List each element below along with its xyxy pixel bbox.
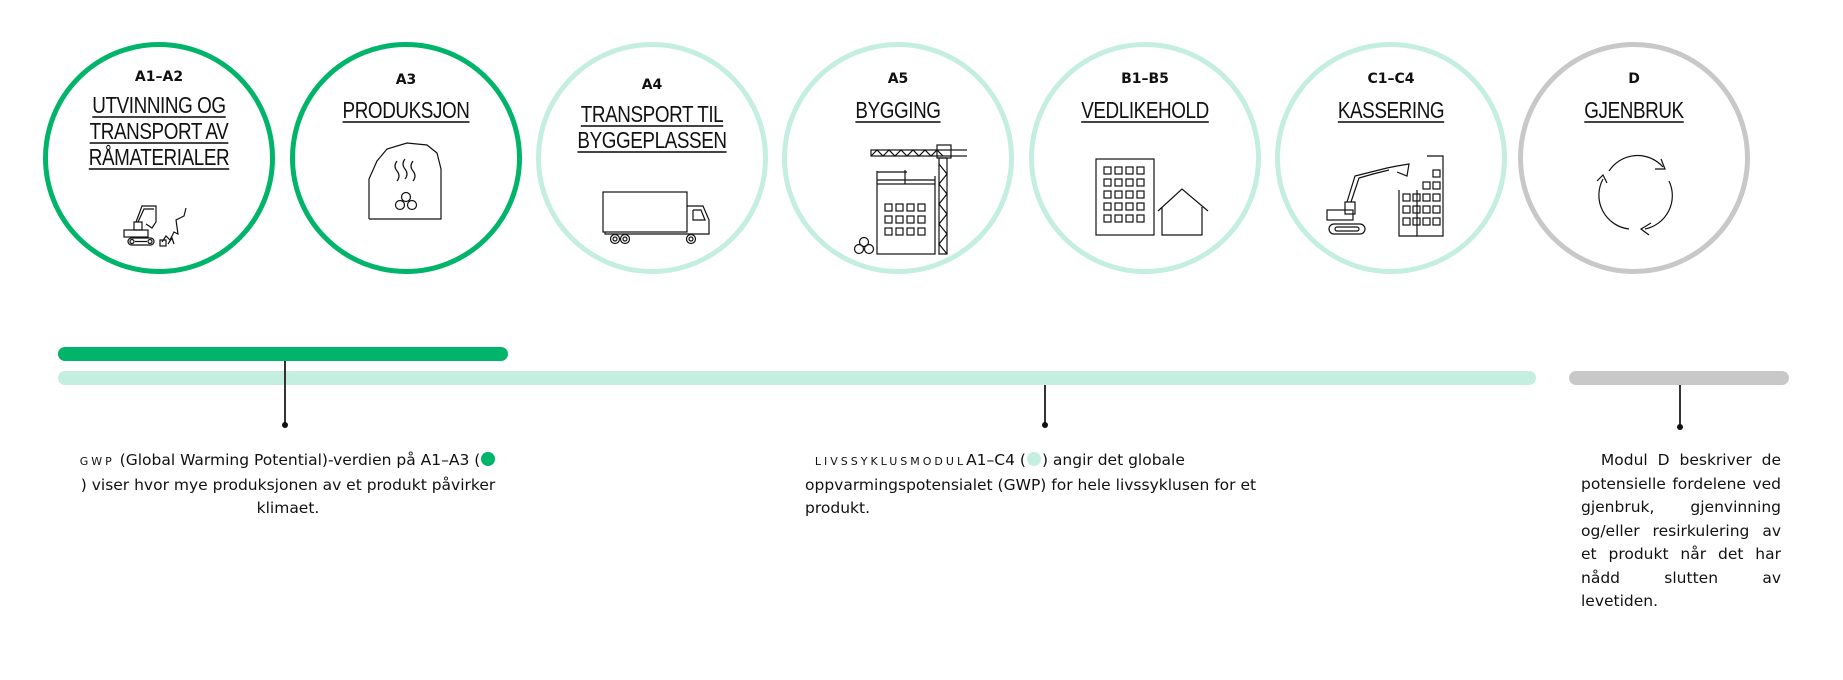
demolition-excavator-icon [1326, 155, 1444, 237]
stage-title: BYGGING [855, 97, 941, 123]
timeline-bar-a1-c4 [58, 371, 1536, 385]
timeline-bar-a1-a3 [58, 347, 508, 361]
excavator-icon [123, 205, 187, 247]
connector-dot [1677, 424, 1683, 430]
note-caps: GWP [79, 455, 115, 468]
stage-code: B1–B5 [1121, 71, 1169, 87]
stage-code: A3 [395, 72, 417, 88]
stage-a4: A4 TRANSPORT TIL BYGGEPLASSEN [536, 42, 768, 274]
stage-title: GJENBRUK [1584, 97, 1684, 123]
connector-dot [1042, 422, 1048, 428]
stage-d: D GJENBRUK [1518, 42, 1750, 274]
stage-title: KASSERING [1337, 97, 1445, 123]
stage-b1-b5: B1–B5 VEDLIKEHOLD [1029, 42, 1261, 274]
stage-code: A1–A2 [134, 69, 184, 85]
truck-icon [602, 191, 710, 245]
note-lifecycle: LIVSSYKLUSMODULA1–C4 () angir det global… [805, 451, 1257, 517]
stage-code: A4 [641, 77, 663, 93]
stage-a5: A5 BYGGING [782, 42, 1014, 274]
mint-swatch-icon [1026, 452, 1041, 466]
recycle-cycle-icon [1596, 154, 1673, 236]
factory-kiln-icon [368, 142, 442, 220]
crane-building-icon [853, 144, 967, 255]
stage-code: C1–C4 [1367, 71, 1415, 87]
stage-c1-c4: C1–C4 KASSERING [1275, 42, 1507, 274]
stage-a1-a2: A1–A2 UTVINNING OG TRANSPORT AV RÅMATERI… [43, 42, 275, 274]
stage-code: A5 [887, 71, 909, 87]
connector-dot [282, 422, 288, 428]
connector-lifecycle [1042, 385, 1048, 428]
connector-gwp [282, 361, 288, 428]
note-caps: LIVSSYKLUSMODUL [814, 455, 967, 468]
note-module-d: Modul D beskriver de potensielle fordele… [1581, 451, 1781, 610]
stage-title: PRODUKSJON [342, 97, 470, 123]
note-gwp: GWP (Global Warming Potential)-verdien p… [79, 451, 496, 517]
green-swatch-icon [481, 452, 496, 466]
connector-module-d [1677, 385, 1683, 430]
timeline-bar-module-d [1569, 371, 1789, 385]
stage-code: D [1628, 71, 1640, 87]
stage-title: UTVINNING OG TRANSPORT AV RÅMATERIALER [88, 92, 230, 170]
stage-title: TRANSPORT TIL BYGGEPLASSEN [577, 101, 727, 153]
building-house-icon [1095, 158, 1209, 236]
stage-title: VEDLIKEHOLD [1081, 97, 1209, 123]
stage-a3: A3 PRODUKSJON [290, 42, 522, 274]
